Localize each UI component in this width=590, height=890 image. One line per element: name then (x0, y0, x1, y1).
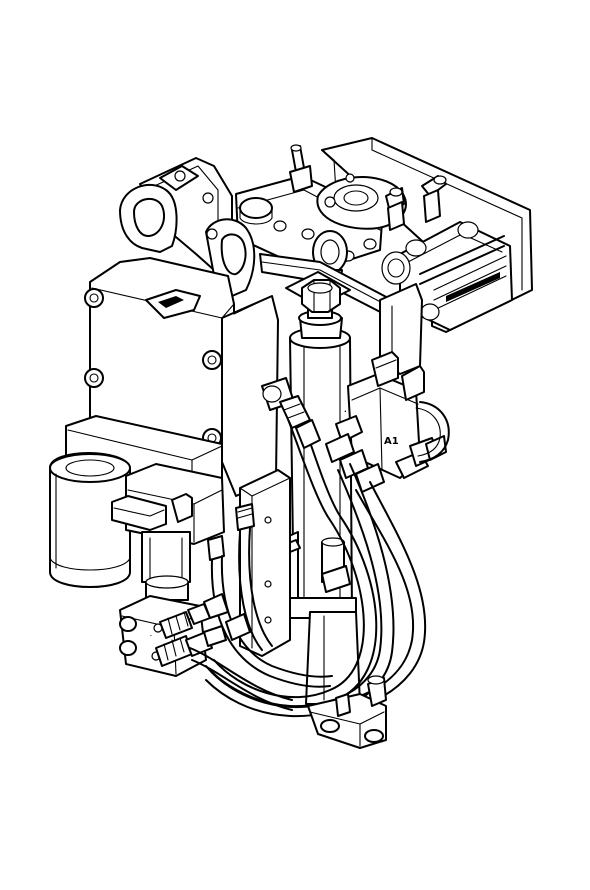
thin-pilot-line (415, 401, 450, 463)
hose-end-fittings (203, 377, 351, 647)
top-fittings (289, 144, 447, 231)
front-mounting-plate (84, 257, 279, 497)
valve-fittings (325, 415, 447, 493)
port-mark: · (344, 408, 347, 416)
bottom-foot-bracket (307, 675, 387, 749)
upper-fork-bracket (119, 157, 256, 297)
hydraulic-cylinder (275, 279, 361, 705)
filter-canister (49, 452, 131, 588)
pump-body (111, 463, 225, 601)
block-mark: . (150, 632, 152, 638)
port-label-a1: A1 (384, 436, 399, 447)
